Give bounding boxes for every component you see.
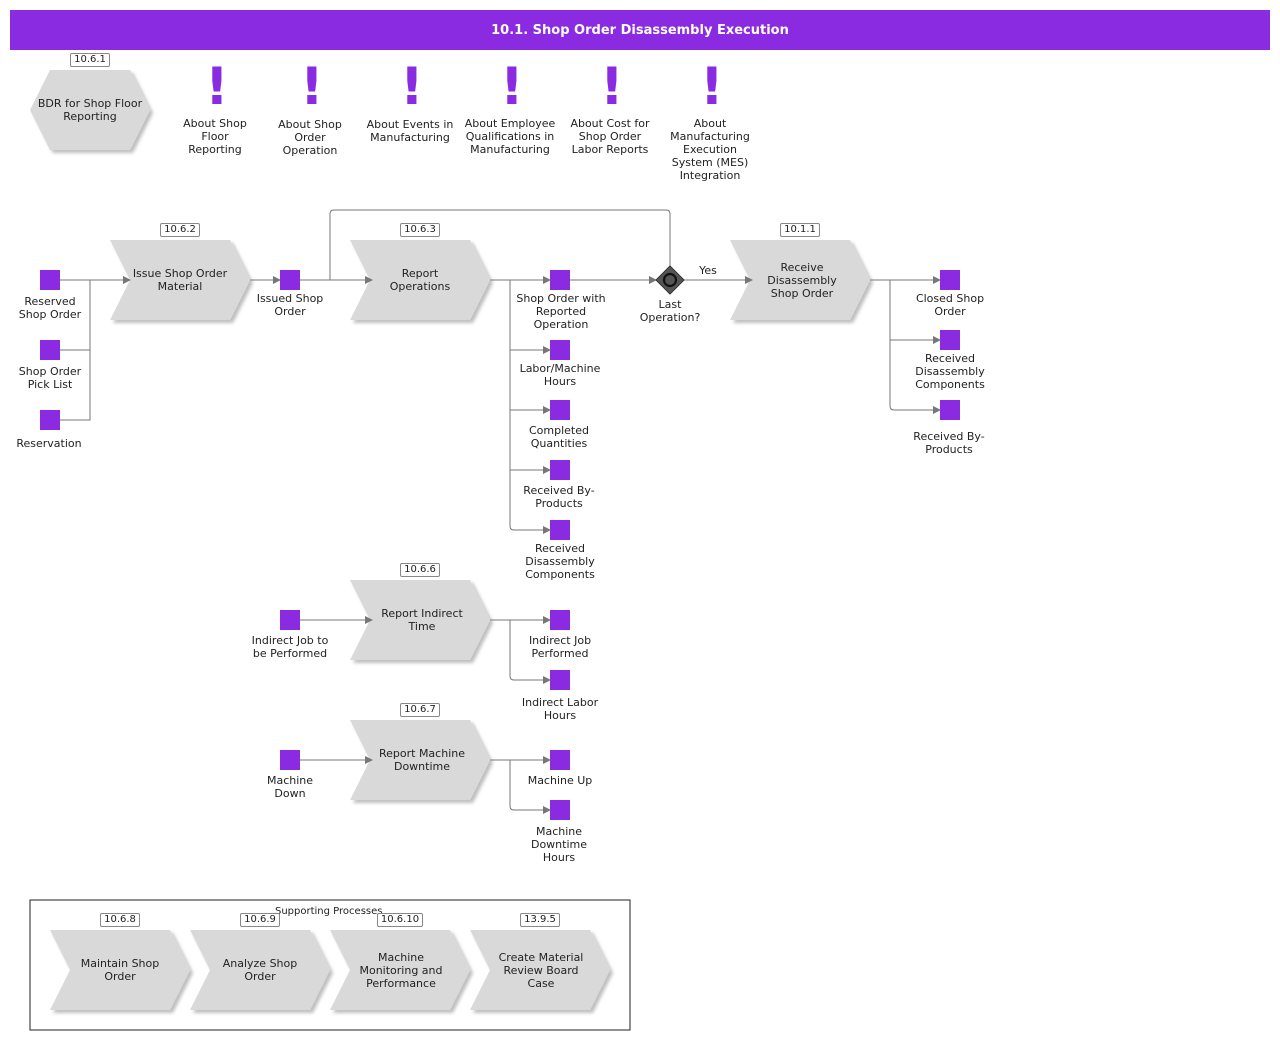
- report-ops-label: Report Operations: [389, 267, 451, 293]
- bdr-ref: 10.6.1: [70, 53, 110, 67]
- label-machine-downtime-hours: Machine Downtime Hours: [530, 825, 588, 864]
- exclamation-icon: !: [600, 57, 624, 117]
- object-machine-up[interactable]: [550, 750, 570, 770]
- object-machine-down[interactable]: [280, 750, 300, 770]
- object-received-disassembly-mid[interactable]: [550, 520, 570, 540]
- label-received-disassembly-mid: Received Disassembly Components: [525, 542, 595, 581]
- support-label-1: Maintain Shop Order: [80, 957, 160, 983]
- label-shop-order-reported-operation: Shop Order with Reported Operation: [516, 292, 606, 331]
- object-indirect-job-to-be-performed[interactable]: [280, 610, 300, 630]
- receive-ref: 10.1.1: [780, 223, 820, 237]
- object-reserved-shop-order[interactable]: [40, 270, 60, 290]
- exclamation-icon: !: [400, 57, 424, 117]
- object-labor-machine-hours[interactable]: [550, 340, 570, 360]
- object-machine-downtime-hours[interactable]: [550, 800, 570, 820]
- label-indirect-labor-hours: Indirect Labor Hours: [521, 696, 599, 722]
- object-shop-order-pick-list[interactable]: [40, 340, 60, 360]
- connectors: [60, 209, 941, 814]
- label-received-byproducts-right: Received By-Products: [913, 430, 985, 456]
- support-ref-4: 13.9.5: [520, 913, 560, 927]
- support-label-4: Create Material Review Board Case: [498, 950, 584, 990]
- process-report-operations[interactable]: [350, 240, 490, 320]
- note-shop-order-operation[interactable]: About Shop Order Operation: [278, 118, 342, 157]
- label-machine-down: Machine Down: [266, 774, 314, 800]
- report-ops-ref: 10.6.3: [400, 223, 440, 237]
- process-report-machine-downtime[interactable]: [350, 720, 490, 800]
- object-received-disassembly-right[interactable]: [940, 330, 960, 350]
- process-analyze-shop-order[interactable]: [190, 930, 330, 1010]
- process-issue-shop-order-material[interactable]: [110, 240, 250, 320]
- diagram-title: 10.1. Shop Order Disassembly Execution: [10, 10, 1270, 50]
- support-ref-1: 10.6.8: [100, 913, 140, 927]
- label-reserved-shop-order: Reserved Shop Order: [18, 295, 82, 321]
- object-indirect-job-performed[interactable]: [550, 610, 570, 630]
- label-closed-shop-order: Closed Shop Order: [915, 292, 985, 318]
- object-received-byproducts-mid[interactable]: [550, 460, 570, 480]
- exclamation-icon: !: [500, 57, 524, 117]
- issue-ref: 10.6.2: [160, 223, 200, 237]
- downtime-label: Report Machine Downtime: [378, 747, 465, 773]
- process-create-mrb-case[interactable]: [470, 930, 610, 1010]
- support-ref-2: 10.6.9: [240, 913, 280, 927]
- supporting-processes-box: [29, 899, 631, 1031]
- gateway-last-operation[interactable]: [655, 265, 685, 295]
- label-indirect-job-to-be-performed: Indirect Job to be Performed: [251, 634, 329, 660]
- exclamation-icon: !: [205, 57, 229, 117]
- label-received-disassembly-right: Received Disassembly Components: [915, 352, 985, 391]
- object-indirect-labor-hours[interactable]: [550, 670, 570, 690]
- label-machine-up: Machine Up: [527, 774, 593, 787]
- gateway-label: Last Operation?: [639, 298, 701, 324]
- label-reservation: Reservation: [16, 437, 82, 450]
- support-label-3: Machine Monitoring and Performance: [359, 950, 443, 990]
- label-shop-order-pick-list: Shop Order Pick List: [18, 365, 82, 391]
- gateway-yes-label: Yes: [699, 264, 717, 277]
- bdr-hexagon[interactable]: [30, 70, 150, 150]
- exclamation-icon: !: [300, 57, 324, 117]
- bdr-label: BDR for Shop Floor Reporting: [37, 97, 143, 123]
- object-received-byproducts-right[interactable]: [940, 400, 960, 420]
- label-indirect-job-performed: Indirect Job Performed: [528, 634, 592, 660]
- process-report-indirect-time[interactable]: [350, 580, 490, 660]
- indirect-ref: 10.6.6: [400, 563, 440, 577]
- support-label-2: Analyze Shop Order: [222, 957, 298, 983]
- note-mes-integration[interactable]: About Manufacturing Execution System (ME…: [670, 117, 750, 182]
- support-ref-3: 10.6.10: [377, 913, 423, 927]
- label-issued-shop-order: Issued Shop Order: [256, 292, 324, 318]
- object-issued-shop-order[interactable]: [280, 270, 300, 290]
- label-completed-quantities: Completed Quantities: [529, 424, 589, 450]
- process-machine-monitoring[interactable]: [330, 930, 470, 1010]
- downtime-ref: 10.6.7: [400, 703, 440, 717]
- note-events-manufacturing[interactable]: About Events in Manufacturing: [366, 118, 454, 144]
- indirect-label: Report Indirect Time: [381, 607, 463, 633]
- process-maintain-shop-order[interactable]: [50, 930, 190, 1010]
- label-labor-machine-hours: Labor/Machine Hours: [519, 362, 601, 388]
- note-shop-floor-reporting[interactable]: About Shop Floor Reporting: [183, 117, 247, 156]
- receive-label: Receive Disassembly Shop Order: [767, 260, 837, 300]
- note-cost-labor-reports[interactable]: About Cost for Shop Order Labor Reports: [570, 117, 650, 156]
- object-shop-order-reported-operation[interactable]: [550, 270, 570, 290]
- supporting-processes-title: Supporting Processes: [275, 906, 383, 917]
- object-closed-shop-order[interactable]: [940, 270, 960, 290]
- note-employee-qualifications[interactable]: About Employee Qualifications in Manufac…: [464, 117, 556, 156]
- object-reservation[interactable]: [40, 410, 60, 430]
- object-completed-quantities[interactable]: [550, 400, 570, 420]
- process-receive-disassembly-shop-order[interactable]: [730, 240, 870, 320]
- exclamation-icon: !: [700, 57, 724, 117]
- label-received-byproducts-mid: Received By-Products: [523, 484, 595, 510]
- issue-label: Issue Shop Order Material: [132, 267, 228, 293]
